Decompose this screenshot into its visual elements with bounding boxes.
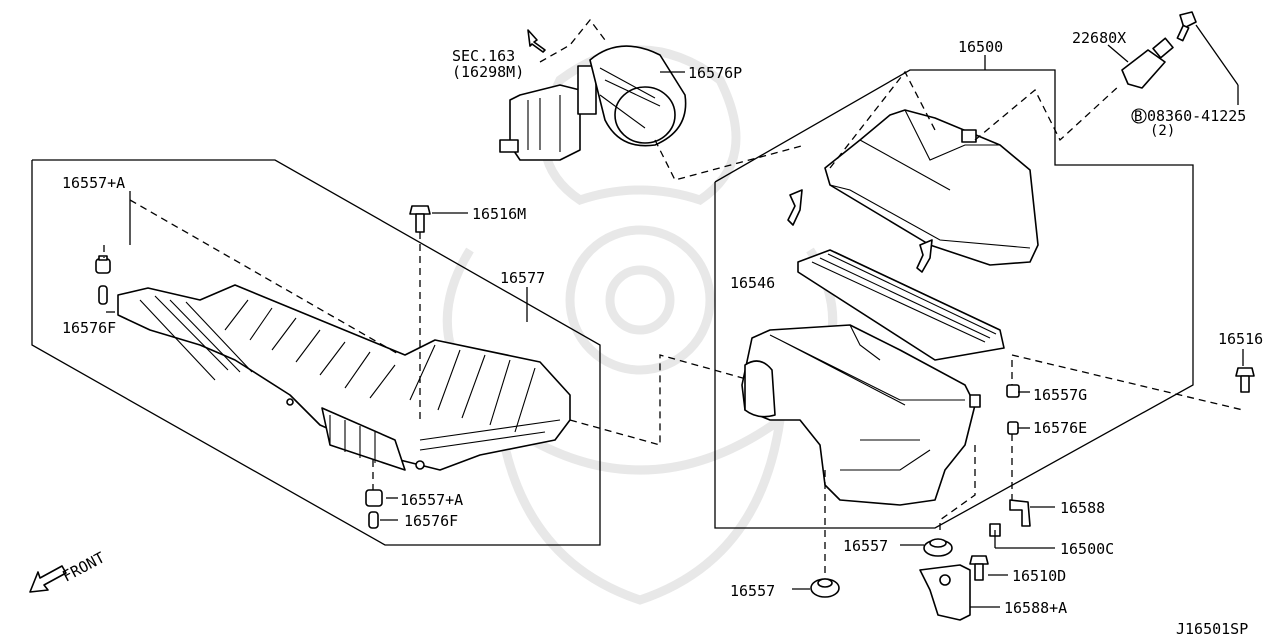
clip-16557A-top — [95, 255, 111, 274]
air-cleaner-case — [741, 324, 981, 506]
grommet-16557-mid — [923, 538, 953, 557]
label-16576P: 16576P — [688, 64, 742, 82]
label-16546: 16546 — [730, 274, 775, 292]
bolt-symbol-circle — [1131, 108, 1147, 124]
clip-left — [787, 189, 803, 226]
label-16557A-bottom: 16557+A — [400, 491, 463, 509]
label-22680X: 22680X — [1072, 29, 1126, 47]
resonator-duct-16577 — [117, 284, 571, 471]
bolt-16516 — [1235, 367, 1255, 393]
clip-16557A-bottom — [365, 489, 383, 507]
pin-16576F-top — [98, 285, 108, 305]
label-16516: 16516 — [1218, 330, 1263, 348]
left-group-outline — [31, 159, 601, 546]
label-16577: 16577 — [500, 269, 545, 287]
label-16557-mid: 16557 — [843, 537, 888, 555]
label-16576F-top: 16576F — [62, 319, 116, 337]
label-bolt-symbol: B — [1134, 109, 1142, 125]
intake-tube-16576P — [589, 45, 687, 147]
label-diagram-code: J16501SP — [1176, 620, 1248, 638]
sensor-22680X — [1121, 11, 1197, 89]
label-16588: 16588 — [1060, 499, 1105, 517]
bolt-16516M — [409, 205, 431, 233]
label-16557A-top: 16557+A — [62, 174, 125, 192]
label-16576E: 16576E — [1033, 419, 1087, 437]
bracket-16588A — [919, 564, 971, 621]
front-arrow-icon — [29, 565, 67, 593]
direction-arrow — [527, 29, 546, 53]
label-16510D: 16510D — [1012, 567, 1066, 585]
grommet-16557G — [1006, 384, 1020, 398]
label-16500C: 16500C — [1060, 540, 1114, 558]
label-16516M: 16516M — [472, 205, 526, 223]
right-group-outline — [714, 69, 1194, 529]
label-sec-ref: SEC.163 — [452, 47, 515, 65]
maf-sensor-housing — [499, 65, 597, 161]
label-16557-bottom: 16557 — [730, 582, 775, 600]
clip-right — [916, 239, 933, 273]
grommet-16557-bottom — [810, 578, 840, 598]
label-front: FRONT — [59, 548, 107, 585]
pin-16576F-bottom — [368, 511, 379, 529]
label-16576F-bottom: 16576F — [404, 512, 458, 530]
bracket-16588 — [1009, 499, 1031, 527]
label-16500: 16500 — [958, 38, 1003, 56]
label-08360-41225: 08360-41225 — [1147, 107, 1246, 125]
pin-16576E — [1007, 421, 1019, 435]
label-bolt-qty: (2) — [1150, 123, 1175, 139]
air-filter-16546 — [797, 249, 1005, 361]
bolt-16510D — [969, 555, 989, 581]
label-16557G: 16557G — [1033, 386, 1087, 404]
air-cleaner-cover — [824, 109, 1039, 266]
label-sec-sub: (16298M) — [452, 63, 524, 81]
label-16588A: 16588+A — [1004, 599, 1067, 617]
